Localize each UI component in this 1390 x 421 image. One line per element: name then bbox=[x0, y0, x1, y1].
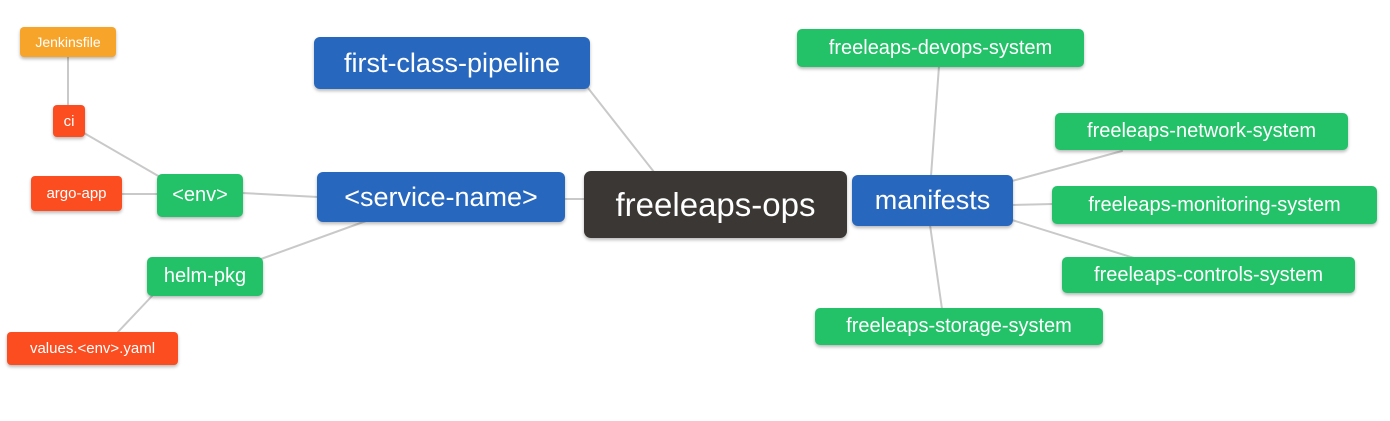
edge-values-env-yaml--helm-pkg bbox=[116, 295, 153, 334]
node-label-values-env-yaml: values.<env>.yaml bbox=[29, 340, 156, 357]
node-label-freeleaps-ops: freeleaps-ops bbox=[615, 185, 816, 223]
node-freeleaps-controls-system[interactable]: freeleaps-controls-system bbox=[1062, 257, 1355, 293]
node-freeleaps-devops-system[interactable]: freeleaps-devops-system bbox=[797, 29, 1084, 67]
node-jenkinsfile[interactable]: Jenkinsfile bbox=[20, 27, 116, 57]
node-label-freeleaps-monitoring-system: freeleaps-monitoring-system bbox=[1088, 193, 1341, 216]
node-label-argo-app: argo-app bbox=[46, 185, 107, 202]
node-label-freeleaps-network-system: freeleaps-network-system bbox=[1087, 120, 1316, 142]
edge-manifests--freeleaps-controls-system bbox=[1011, 219, 1135, 259]
node-label-ci: ci bbox=[63, 112, 75, 130]
node-values-env-yaml[interactable]: values.<env>.yaml bbox=[7, 332, 178, 365]
node-label-freeleaps-controls-system: freeleaps-controls-system bbox=[1094, 263, 1323, 286]
node-label-service-name: <service-name> bbox=[344, 181, 538, 212]
node-first-class-pipeline[interactable]: first-class-pipeline bbox=[314, 37, 590, 89]
node-freeleaps-ops[interactable]: freeleaps-ops bbox=[584, 171, 847, 238]
node-argo-app[interactable]: argo-app bbox=[31, 176, 122, 211]
node-label-manifests: manifests bbox=[874, 185, 991, 215]
node-label-helm-pkg: helm-pkg bbox=[163, 265, 247, 287]
edge-manifests--freeleaps-storage-system bbox=[929, 224, 943, 310]
node-label-env: <env> bbox=[172, 184, 228, 206]
node-label-first-class-pipeline: first-class-pipeline bbox=[343, 47, 561, 78]
node-freeleaps-storage-system[interactable]: freeleaps-storage-system bbox=[815, 308, 1103, 345]
node-freeleaps-network-system[interactable]: freeleaps-network-system bbox=[1055, 113, 1348, 150]
edge-ci--env bbox=[83, 132, 161, 178]
node-manifests[interactable]: manifests bbox=[852, 175, 1013, 226]
node-service-name[interactable]: <service-name> bbox=[317, 172, 565, 222]
node-ci[interactable]: ci bbox=[53, 105, 85, 137]
edge-manifests--freeleaps-monitoring-system bbox=[1011, 203, 1054, 206]
node-label-freeleaps-storage-system: freeleaps-storage-system bbox=[846, 315, 1072, 337]
node-label-freeleaps-devops-system: freeleaps-devops-system bbox=[828, 36, 1053, 59]
edge-first-class-pipeline--freeleaps-ops bbox=[587, 87, 655, 173]
node-env[interactable]: <env> bbox=[157, 174, 243, 217]
node-freeleaps-monitoring-system[interactable]: freeleaps-monitoring-system bbox=[1052, 186, 1377, 224]
edge-manifests--freeleaps-devops-system bbox=[930, 65, 940, 177]
edge-manifests--freeleaps-network-system bbox=[1011, 150, 1123, 182]
edge-env--service-name bbox=[241, 192, 319, 198]
node-helm-pkg[interactable]: helm-pkg bbox=[147, 257, 263, 296]
node-label-jenkinsfile: Jenkinsfile bbox=[35, 34, 101, 50]
edge-helm-pkg--service-name bbox=[260, 220, 367, 260]
